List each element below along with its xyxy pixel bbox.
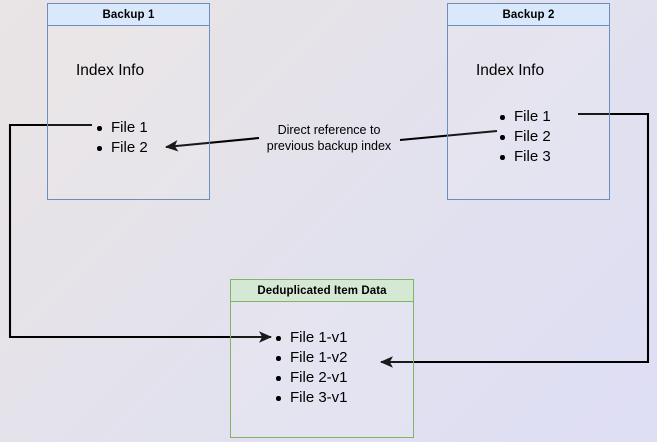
backup-1-index-info-label: Index Info bbox=[76, 62, 145, 79]
list-item: File 1-v2 bbox=[275, 348, 348, 368]
list-item: File 3-v1 bbox=[275, 388, 348, 408]
list-item: File 3 bbox=[499, 147, 551, 167]
backup-2-title: Backup 2 bbox=[448, 4, 609, 26]
direct-reference-line-2: previous backup index bbox=[266, 139, 392, 153]
list-item: File 1 bbox=[96, 118, 148, 138]
list-item: File 1 bbox=[499, 107, 551, 127]
deduplicated-item-data-box[interactable]: Deduplicated Item Data File 1-v1 File 1-… bbox=[230, 279, 414, 438]
backup-2-file-list: File 1 File 2 File 3 bbox=[499, 107, 551, 167]
backup-2-body: Index Info File 1 File 2 File 3 bbox=[448, 26, 609, 199]
backup-2-box[interactable]: Backup 2 Index Info File 1 File 2 File 3 bbox=[447, 3, 610, 200]
backup-1-body: Index Info File 1 File 2 bbox=[48, 26, 209, 199]
deduplicated-file-list: File 1-v1 File 1-v2 File 2-v1 File 3-v1 bbox=[275, 328, 348, 408]
backup-1-title: Backup 1 bbox=[48, 4, 209, 26]
list-item: File 1-v1 bbox=[275, 328, 348, 348]
backup-2-index-info-label: Index Info bbox=[476, 62, 545, 79]
direct-reference-line-1: Direct reference to bbox=[277, 123, 381, 137]
list-item: File 2 bbox=[96, 138, 148, 158]
backup-1-file-list: File 1 File 2 bbox=[96, 118, 148, 158]
direct-reference-annotation: Direct reference to previous backup inde… bbox=[259, 122, 399, 154]
list-item: File 2-v1 bbox=[275, 368, 348, 388]
list-item: File 2 bbox=[499, 127, 551, 147]
backup-1-box[interactable]: Backup 1 Index Info File 1 File 2 bbox=[47, 3, 210, 200]
deduplicated-item-data-title: Deduplicated Item Data bbox=[231, 280, 413, 302]
deduplicated-item-data-body: File 1-v1 File 1-v2 File 2-v1 File 3-v1 bbox=[231, 302, 413, 437]
